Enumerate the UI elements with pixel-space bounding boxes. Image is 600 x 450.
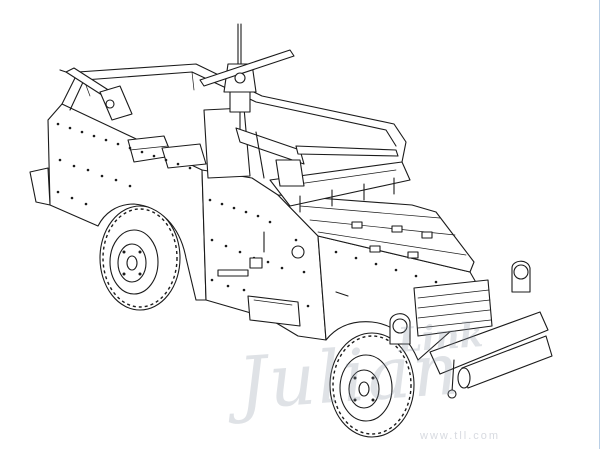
front-wheel	[329, 332, 415, 438]
panel-rivets	[56, 122, 438, 308]
radiator-grille	[413, 279, 493, 337]
front-hood	[277, 194, 475, 273]
rear-wheel	[99, 205, 181, 311]
front-bumper	[429, 311, 553, 399]
headlights	[389, 260, 531, 345]
center-gun-mount	[199, 23, 295, 141]
front-machine-gun	[235, 127, 399, 187]
rear-machine-gun	[59, 67, 133, 121]
interior-seats	[127, 107, 251, 179]
side-details	[217, 231, 349, 297]
windshield-frame	[269, 161, 411, 213]
watermark-url: www.tll.com	[420, 430, 501, 442]
